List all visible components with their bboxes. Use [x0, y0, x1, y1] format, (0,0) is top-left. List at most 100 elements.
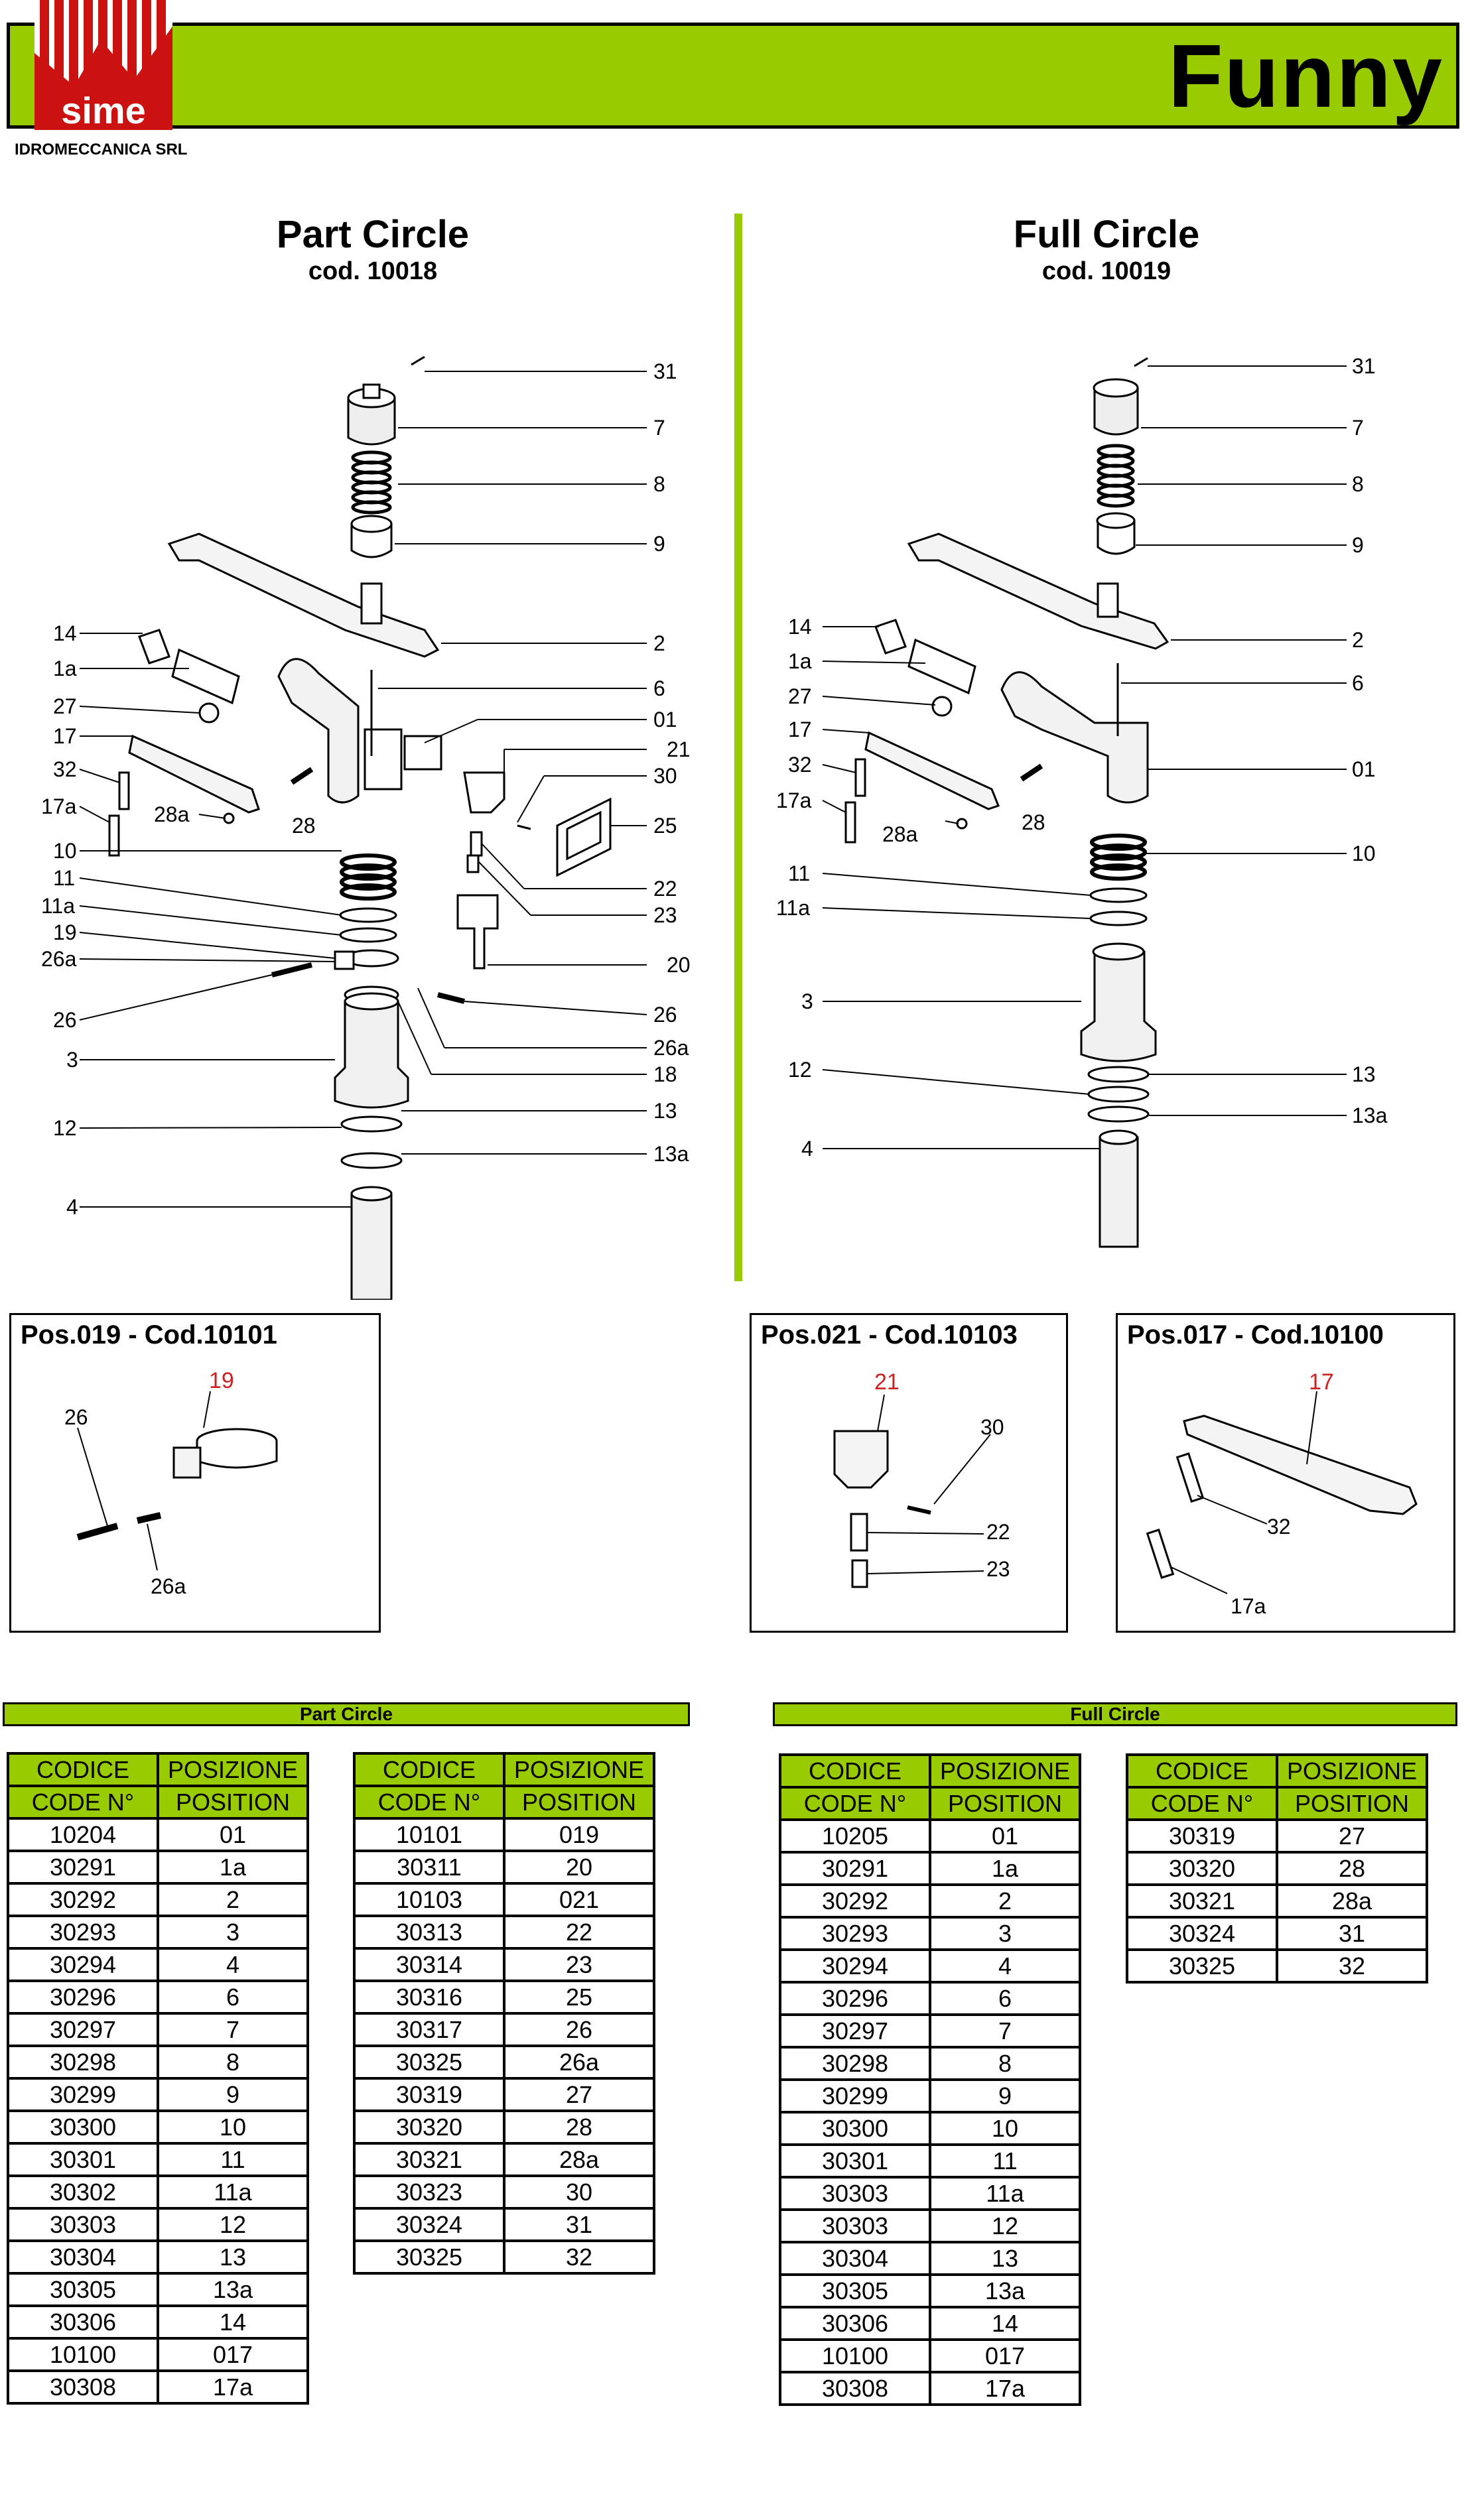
label-6: 6	[653, 676, 665, 700]
code-cell: 30305	[7, 2272, 159, 2307]
code-cell: 30291	[779, 1851, 931, 1886]
position-cell: 3	[929, 1916, 1081, 1951]
code-cell: 30324	[1126, 1916, 1278, 1951]
code-cell: 30302	[7, 2174, 159, 2210]
code-cell: 30314	[353, 1947, 505, 1982]
label-31: 31	[653, 359, 677, 383]
header-posizione: POSIZIONE	[157, 1752, 309, 1787]
code-cell: 30296	[7, 1980, 159, 2015]
code-cell: 30306	[779, 2306, 931, 2341]
code-cell: 10100	[7, 2337, 159, 2372]
callout-021-label-30: 30	[980, 1415, 1004, 1439]
label-26-right: 26	[653, 1003, 677, 1027]
code-cell: 30311	[353, 1850, 505, 1885]
code-cell: 30323	[353, 2174, 505, 2210]
position-cell: 1a	[157, 1850, 309, 1885]
part-circle-title: Part Circle	[276, 213, 470, 256]
callout-box-021: Pos.021 - Cod.10103 21 30 22 23	[750, 1313, 1068, 1633]
callout-017-red-label: 17	[1309, 1369, 1334, 1395]
position-cell: 22	[503, 1915, 655, 1950]
label-4: 4	[66, 1195, 78, 1219]
position-cell: 28	[503, 2110, 655, 2145]
header-code-n: CODE N°	[1126, 1786, 1278, 1821]
svg-text:11a: 11a	[776, 896, 810, 920]
code-cell: 30325	[353, 2045, 505, 2080]
position-cell: 27	[1276, 1818, 1428, 1854]
label-10: 10	[53, 839, 77, 863]
position-cell: 12	[929, 2208, 1081, 2243]
code-cell: 30321	[353, 2142, 505, 2177]
callout-017-drawing: 17 32 17a	[1146, 1369, 1418, 1618]
code-cell: 30305	[779, 2273, 931, 2308]
position-cell: 3	[157, 1915, 309, 1950]
full-circle-title: Full Circle	[1013, 213, 1200, 256]
header-position: POSITION	[929, 1786, 1081, 1821]
position-cell: 30	[503, 2174, 655, 2210]
header-code-n: CODE N°	[7, 1785, 159, 1820]
position-cell: 11a	[157, 2174, 309, 2210]
svg-text:28: 28	[1022, 810, 1045, 834]
code-cell: 30325	[353, 2239, 505, 2275]
label-32: 32	[53, 757, 77, 781]
full-circle-band: Full Circle	[773, 1702, 1457, 1726]
label-30: 30	[653, 764, 677, 788]
header-codice: CODICE	[7, 1752, 159, 1787]
position-cell: 6	[157, 1980, 309, 2015]
code-cell: 30301	[779, 2143, 931, 2178]
code-cell: 30316	[353, 1980, 505, 2015]
code-cell: 30293	[779, 1916, 931, 1951]
callout-017-title: Pos.017 - Cod.10100	[1127, 1320, 1384, 1350]
position-cell: 31	[1276, 1916, 1428, 1951]
code-cell: 30306	[7, 2304, 159, 2340]
svg-text:27: 27	[788, 684, 812, 708]
header-position: POSITION	[157, 1785, 309, 1820]
header-codice: CODICE	[353, 1752, 505, 1787]
code-cell: 30301	[7, 2142, 159, 2177]
label-26a-left: 26a	[41, 947, 77, 971]
code-cell: 30325	[1126, 1948, 1278, 1984]
header-bar	[7, 23, 1459, 129]
position-cell: 8	[157, 2045, 309, 2080]
position-cell: 17a	[157, 2369, 309, 2405]
position-cell: 4	[157, 1947, 309, 1982]
position-cell: 021	[503, 1882, 655, 1917]
position-cell: 019	[503, 1817, 655, 1852]
code-cell: 30296	[779, 1981, 931, 2016]
code-cell: 30292	[779, 1883, 931, 1919]
code-cell: 30291	[7, 1850, 159, 1885]
callout-019-label-26a: 26a	[151, 1574, 186, 1598]
label-8: 8	[653, 472, 665, 496]
part-circle-band: Part Circle	[3, 1702, 690, 1726]
position-cell: 26a	[503, 2045, 655, 2080]
code-cell: 10103	[353, 1882, 505, 1917]
part-circle-code: cod. 10018	[308, 257, 438, 285]
callout-021-drawing: 21 30 22 23	[833, 1369, 1010, 1588]
position-cell: 27	[503, 2077, 655, 2112]
code-cell: 30308	[779, 2371, 931, 2406]
product-title: Funny	[1168, 26, 1443, 126]
svg-text:10: 10	[1352, 842, 1376, 865]
